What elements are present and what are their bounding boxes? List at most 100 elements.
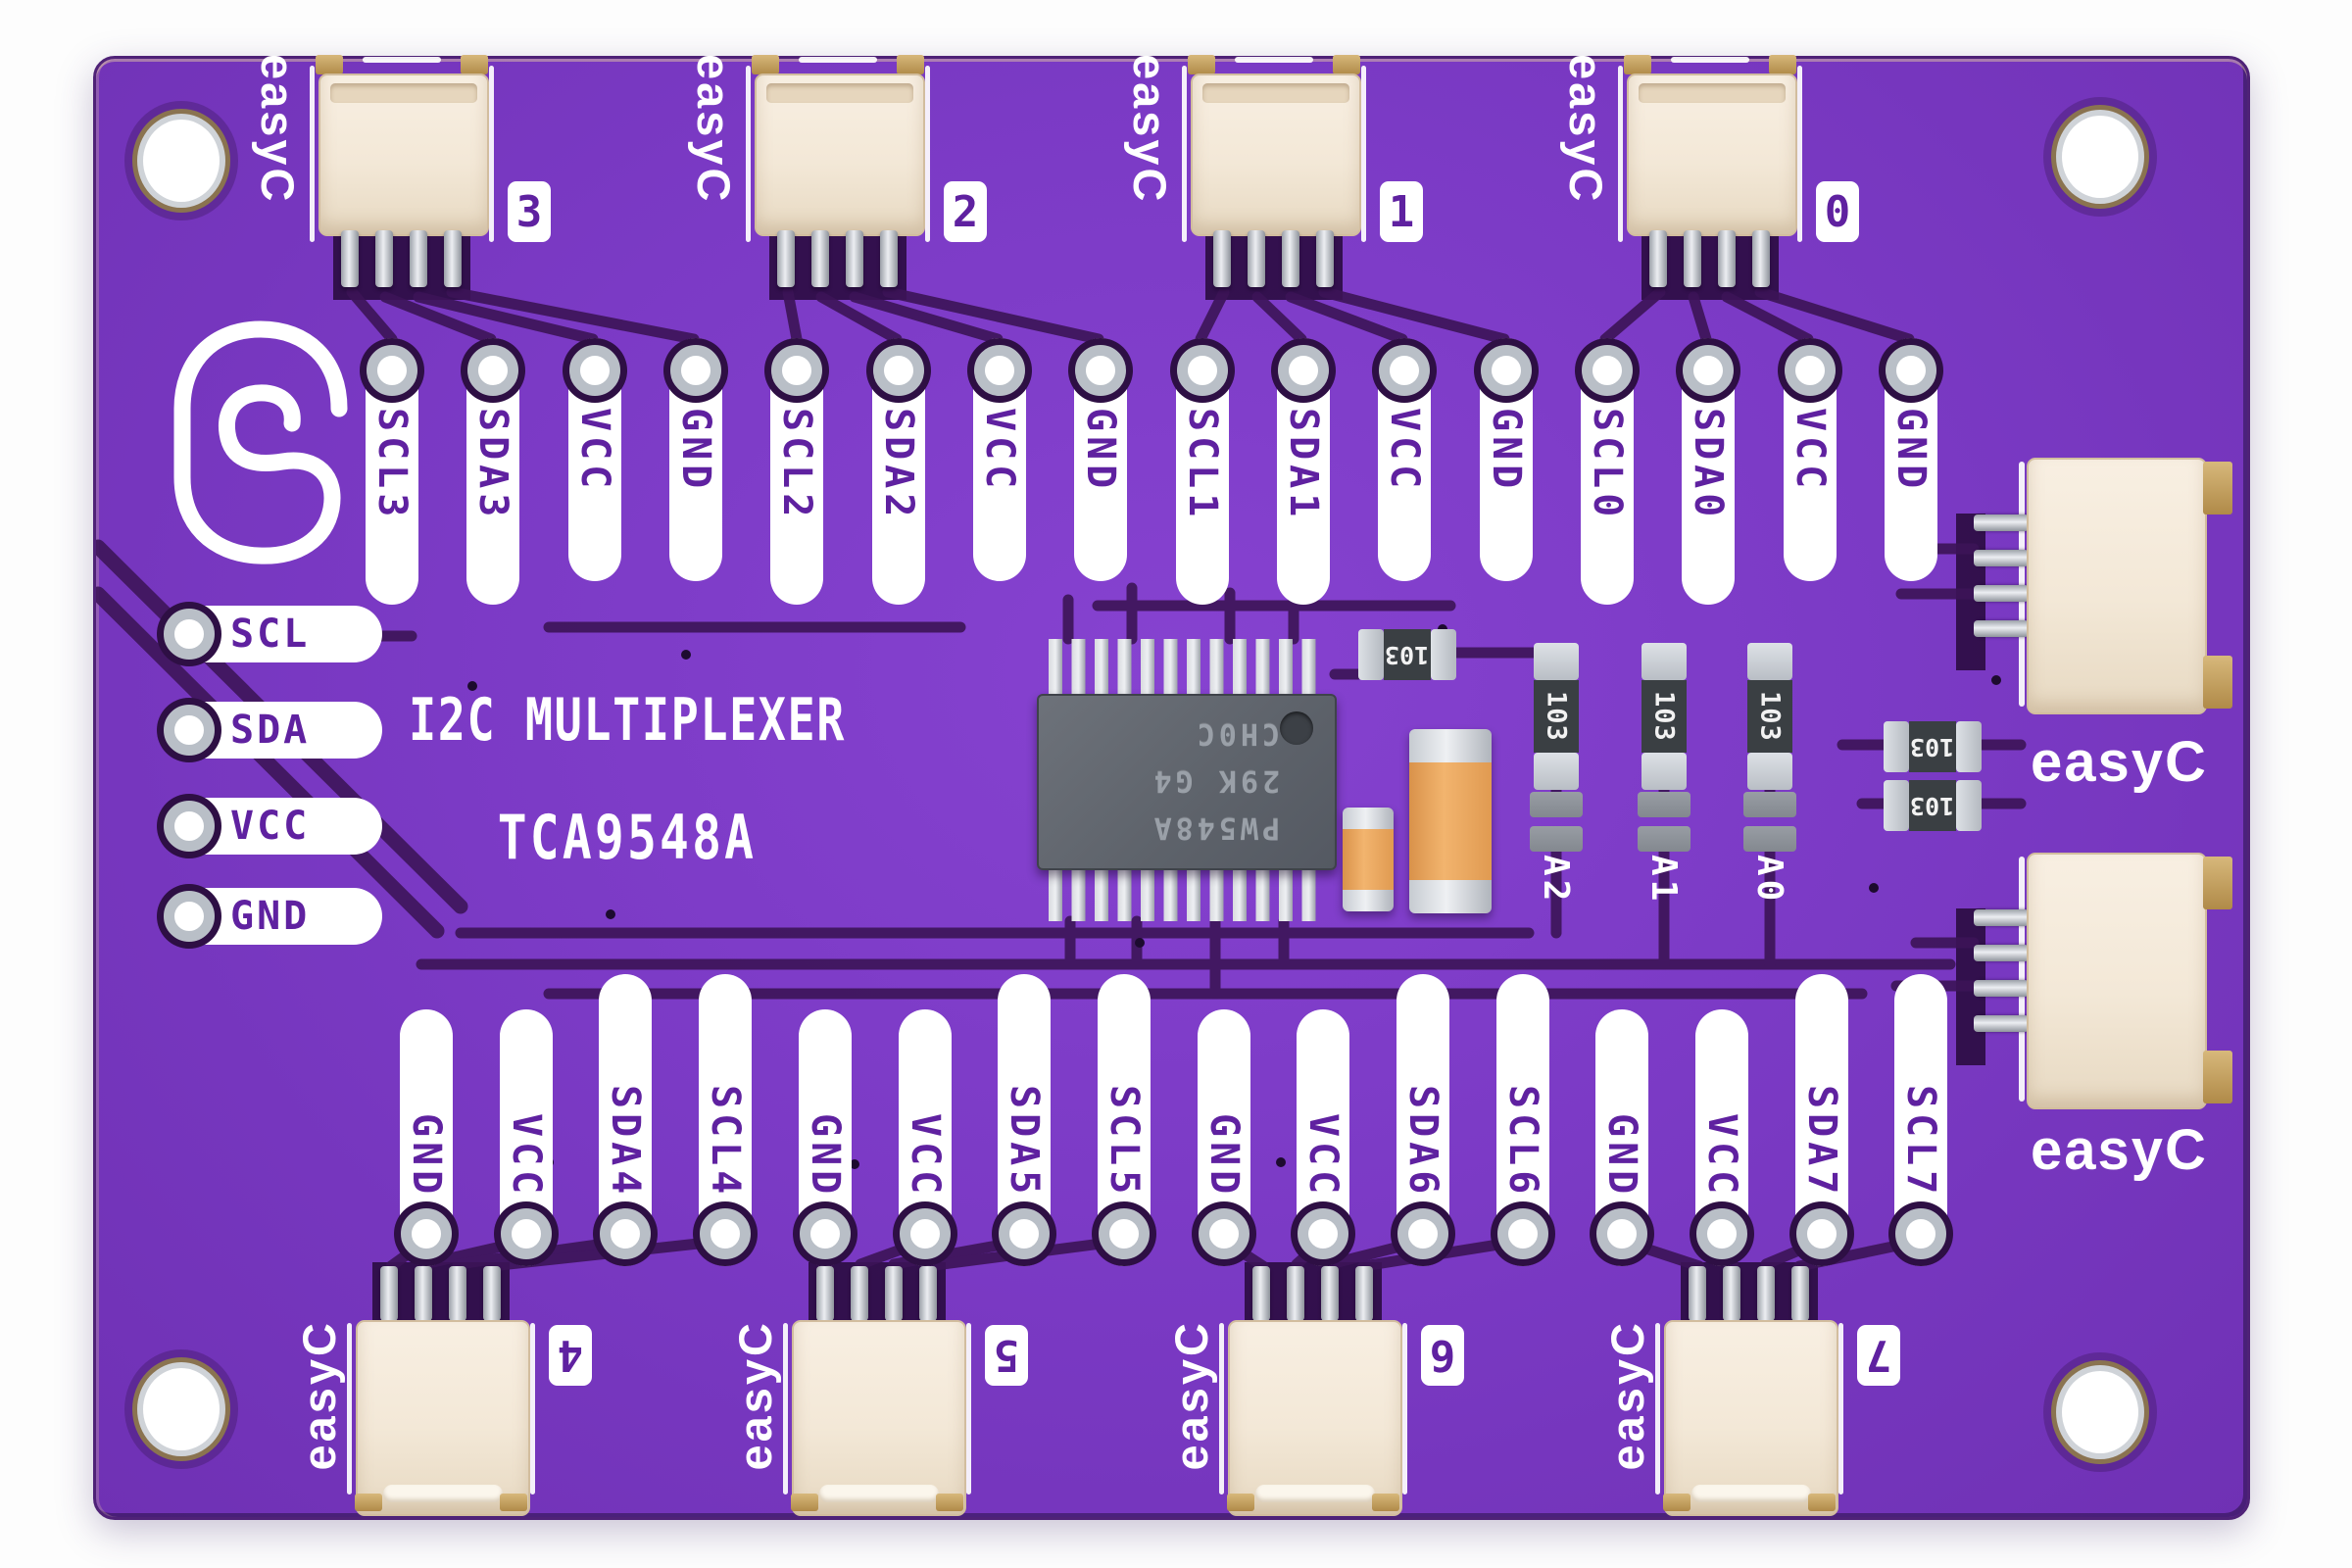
resistor-value: 103 <box>1910 732 1955 761</box>
solder-pad <box>1358 629 1384 680</box>
silkscreen-outline <box>1235 57 1313 63</box>
edge-pad <box>2203 1051 2232 1103</box>
resistor-103: 103 <box>1747 643 1792 790</box>
easyc-label: easyC <box>1601 1320 1653 1471</box>
connector-housing <box>792 1320 966 1516</box>
connector-slot <box>1691 1485 1811 1502</box>
through-hole <box>401 1208 452 1259</box>
connector-pins <box>1689 1266 1810 1321</box>
through-hole <box>1481 345 1532 396</box>
through-hole <box>164 891 215 942</box>
soldered-logo <box>173 320 348 564</box>
silkscreen-outline <box>1182 66 1187 242</box>
connector-slot <box>1639 83 1786 103</box>
edge-pad <box>791 1494 818 1511</box>
ic-body: PW548A 29K G4 CH0C <box>1037 694 1337 870</box>
connector-pins <box>1649 230 1771 287</box>
silkscreen-outline <box>1797 66 1802 242</box>
connector-housing <box>318 74 489 236</box>
ic-pins-bottom <box>1049 864 1321 921</box>
silkscreen-outline <box>2019 857 2025 1102</box>
connector-pins <box>816 1266 938 1321</box>
pin-bottom-sda6: SDA6 <box>1396 974 1449 1266</box>
pin-label: SDA6 <box>1400 1084 1446 1199</box>
mounting-hole-top-right <box>2056 110 2144 204</box>
pin-label: SCL4 <box>703 1084 748 1199</box>
channel-number: 4 <box>549 1325 592 1386</box>
pin-left-vcc: VCC <box>159 798 382 855</box>
easyc-connector-5: easyC 5 <box>720 1259 1034 1519</box>
capacitor-large <box>1409 729 1492 913</box>
pin-label: VCC <box>903 1112 948 1199</box>
easyc-label: easyC <box>729 1320 781 1471</box>
jumper-label-a2: A2 <box>1536 855 1576 906</box>
pin-left-scl: SCL <box>159 606 382 662</box>
easyc-label: easyC <box>1560 54 1612 205</box>
pin-label: SCL6 <box>1500 1084 1545 1199</box>
pin-top-scl2: SCL2 <box>770 338 823 605</box>
pin-label: GND <box>803 1112 848 1199</box>
pin-top-sda0: SDA0 <box>1682 338 1735 605</box>
solder-pad <box>1534 753 1579 790</box>
edge-pad <box>2203 857 2232 909</box>
pin-top-scl3: SCL3 <box>366 338 418 605</box>
silkscreen-outline <box>1655 1323 1660 1494</box>
solder-jumper-a0 <box>1743 792 1796 852</box>
ic-marking-line: 29K G4 <box>1150 763 1280 798</box>
silkscreen-outline <box>925 66 930 242</box>
through-hole <box>1886 345 1936 396</box>
edge-pad <box>461 55 488 74</box>
resistor-value: 103 <box>1910 791 1955 820</box>
pin-top-vcc: VCC <box>1378 338 1431 581</box>
edge-pad <box>1769 55 1796 74</box>
connector-housing <box>1627 74 1797 236</box>
mounting-hole-bottom-left <box>137 1362 225 1456</box>
pin-label: SDA5 <box>1002 1084 1047 1199</box>
connector-slot <box>383 1485 503 1502</box>
edge-pad <box>1663 1494 1690 1511</box>
mounting-hole-top-left <box>137 114 225 208</box>
through-hole <box>900 1208 951 1259</box>
pin-label: SDA0 <box>1686 408 1731 522</box>
pin-top-vcc: VCC <box>1784 338 1837 581</box>
pin-bottom-vcc: VCC <box>500 1009 553 1266</box>
pin-label: SDA <box>230 708 311 753</box>
connector-housing <box>2027 458 2207 714</box>
jumper-label-a1: A1 <box>1643 855 1684 906</box>
pin-label: SCL5 <box>1102 1084 1147 1199</box>
through-hole <box>1379 345 1430 396</box>
pin-label: VCC <box>230 804 311 849</box>
channel-number: 2 <box>944 181 987 242</box>
through-hole <box>771 345 822 396</box>
through-hole <box>1696 1208 1747 1259</box>
through-hole <box>467 345 518 396</box>
silkscreen-outline <box>363 57 441 63</box>
connector-housing <box>755 74 925 236</box>
resistor-value: 103 <box>1541 691 1572 742</box>
pin-label: GND <box>1201 1112 1247 1199</box>
silkscreen-outline <box>783 1323 788 1494</box>
through-hole <box>670 345 721 396</box>
easyc-connector-3: easyC 3 <box>245 54 559 299</box>
tca9548a-chip: PW548A 29K G4 CH0C <box>1035 637 1337 923</box>
resistor-value: 103 <box>1648 691 1680 742</box>
through-hole <box>999 1208 1050 1259</box>
easyc-label: easyC <box>252 54 304 205</box>
edge-pad <box>1188 55 1215 74</box>
easyc-connector-7: easyC 7 <box>1592 1259 1906 1519</box>
edge-pad <box>1372 1494 1399 1511</box>
connector-pins <box>1252 1266 1374 1321</box>
pin-label: VCC <box>504 1112 549 1199</box>
solder-pad <box>1534 643 1579 680</box>
pin-label: SCL <box>230 612 311 657</box>
through-hole <box>1177 345 1228 396</box>
pin-top-gnd: GND <box>1074 338 1127 581</box>
channel-number: 7 <box>1857 1325 1900 1386</box>
solder-jumper-a2 <box>1530 792 1583 852</box>
jumper-label-a0: A0 <box>1749 855 1789 906</box>
silkscreen-outline <box>1361 66 1366 242</box>
pin-label: VCC <box>1300 1112 1346 1199</box>
solder-pad <box>1747 643 1792 680</box>
pin-bottom-gnd: GND <box>1595 1009 1648 1266</box>
through-hole <box>800 1208 851 1259</box>
